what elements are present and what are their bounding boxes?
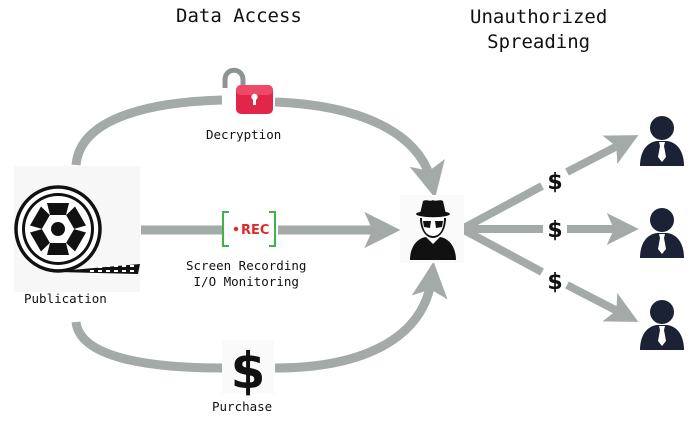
rec-icon: REC — [222, 210, 276, 248]
dollar-icon: $ — [222, 340, 274, 400]
spread-dollar-mid: $ — [547, 218, 562, 243]
user-icon — [640, 116, 684, 166]
spread-dollar-bot: $ — [547, 270, 562, 295]
user-icon — [640, 208, 684, 258]
screen-recording-line2: I/O Monitoring — [193, 274, 299, 289]
user-icon — [640, 300, 684, 350]
spread-arrow-bot-a — [460, 225, 544, 276]
rec-text: REC — [241, 223, 269, 238]
decryption-path-left — [71, 95, 223, 166]
heading-unauthorized-spreading: Unauthorized Spreading — [470, 5, 607, 55]
purchase-dollar-glyph: $ — [231, 342, 266, 400]
spread-arrow-top-a — [460, 182, 544, 233]
spread-arrow-top-b — [565, 135, 639, 176]
publication-label: Publication — [24, 291, 107, 306]
screen-recording-line1: Screen Recording — [186, 258, 307, 273]
spread-dollar-top: $ — [547, 170, 562, 195]
purchase-path-left — [71, 321, 223, 373]
film-reel-icon — [14, 166, 140, 292]
heading-data-access: Data Access — [176, 5, 302, 27]
decryption-arrow — [274, 97, 445, 199]
heading-unauthorized-line1: Unauthorized — [470, 6, 608, 28]
decryption-label: Decryption — [206, 127, 282, 142]
purchase-arrow — [274, 261, 448, 373]
screen-recording-label: Screen Recording I/O Monitoring — [186, 258, 306, 290]
unlocked-padlock-icon — [222, 67, 273, 114]
hacker-icon — [400, 195, 464, 263]
heading-unauthorized-line2: Spreading — [487, 31, 591, 53]
purchase-label: Purchase — [212, 399, 273, 414]
spread-arrow-bot-b — [565, 281, 639, 322]
